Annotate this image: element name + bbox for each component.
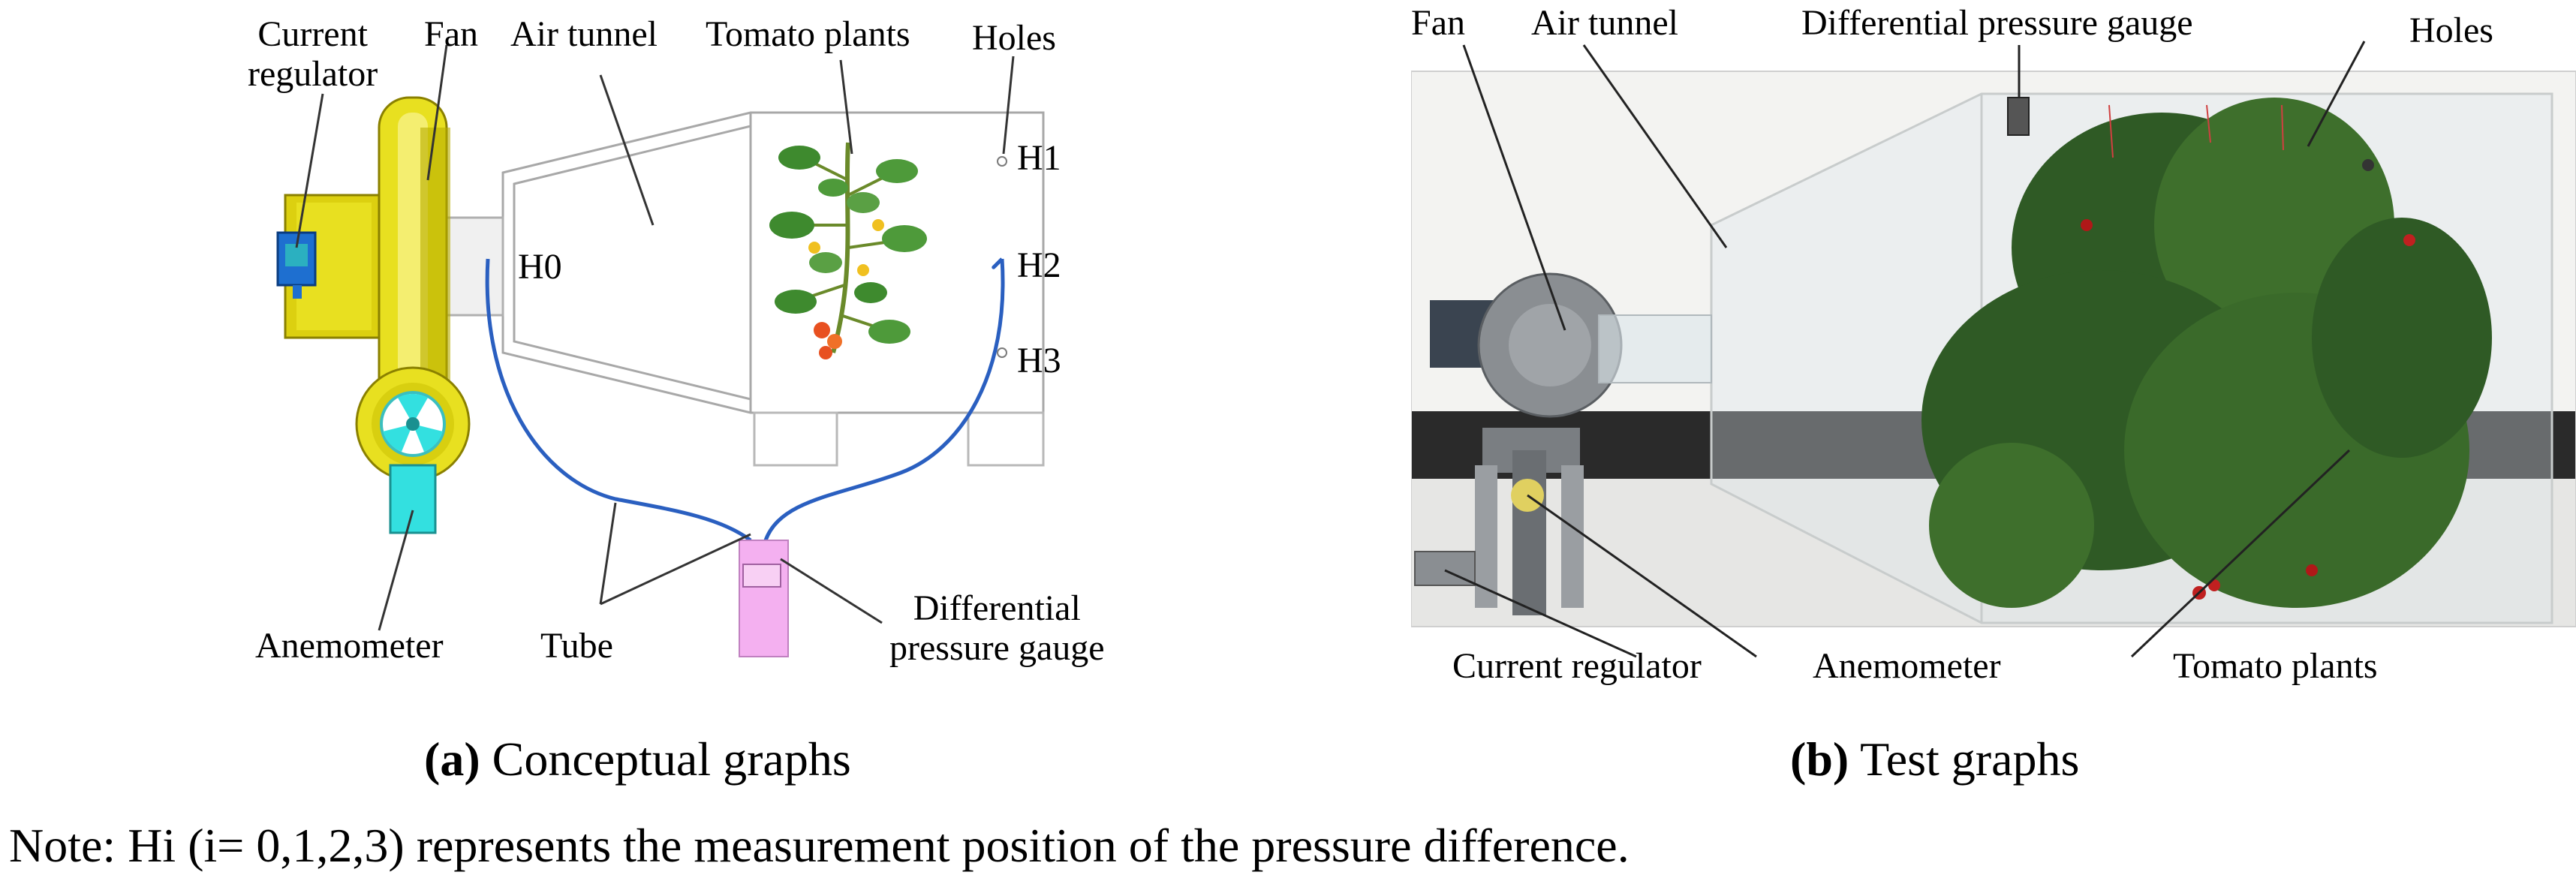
photo-label-holes: Holes [2409,11,2493,50]
hole-markers [997,156,1007,358]
label-h1: H1 [1017,138,1061,178]
label-holes: Holes [972,18,1056,58]
label-differential-pressure-gauge: Differential pressure gauge [889,588,1105,668]
label-current-regulator: Current regulator [248,14,378,94]
conceptual-diagram-drawing [276,44,1045,657]
caption-a: (a) Conceptual graphs [424,732,851,787]
photo-label-air-tunnel: Air tunnel [1531,3,1678,43]
leader-lines [295,44,1015,631]
pressure-gauge-shape [739,540,789,657]
photo-fan [1430,272,1712,615]
label-h2: H2 [1017,245,1061,285]
photo-label-current-regulator: Current regulator [1452,646,1702,686]
caption-b: (b) Test graphs [1790,732,2079,787]
pressure-tubes [485,257,1005,543]
photo-label-tomato-plants: Tomato plants [2173,646,2378,686]
photo-pressure-gauge [2007,97,2030,136]
label-anemometer: Anemometer [255,626,444,666]
label-h3: H3 [1017,341,1061,380]
test-photo-drawing [1411,41,2576,658]
fan-housing [378,96,450,414]
caption-a-text: Conceptual graphs [480,732,851,786]
photo-label-fan: Fan [1411,3,1465,43]
caption-b-text: Test graphs [1849,732,2080,786]
figure-note: Note: Hi (i= 0,1,2,3) represents the mea… [9,819,1630,872]
conceptual-diagram-panel: Current regulator Fan Air tunnel Tomato … [0,0,1201,786]
photo-hangers [2108,104,2284,158]
anemometer-shape [355,366,471,534]
tomato-plant-illustration [769,142,927,359]
label-fan: Fan [424,14,478,54]
air-tunnel-shape [501,111,1045,414]
tunnel-stands [753,411,1045,467]
test-photo-panel: Fan Air tunnel Differential pressure gau… [1411,0,2576,786]
fan-duct [441,216,504,317]
label-tube: Tube [540,626,613,666]
caption-a-tag: (a) [424,732,480,786]
label-tomato-plants: Tomato plants [706,14,910,54]
label-air-tunnel: Air tunnel [510,14,658,54]
caption-b-tag: (b) [1790,732,1849,786]
photo-label-differential-pressure-gauge: Differential pressure gauge [1801,3,2193,43]
photo-label-anemometer: Anemometer [1813,646,2001,686]
photo-leader-lines [1444,41,2366,658]
photo-hole-marker [2362,159,2374,171]
photo-tomato-plants [1921,98,2492,608]
label-h0: H0 [518,247,562,287]
photo-border [1411,71,2576,627]
